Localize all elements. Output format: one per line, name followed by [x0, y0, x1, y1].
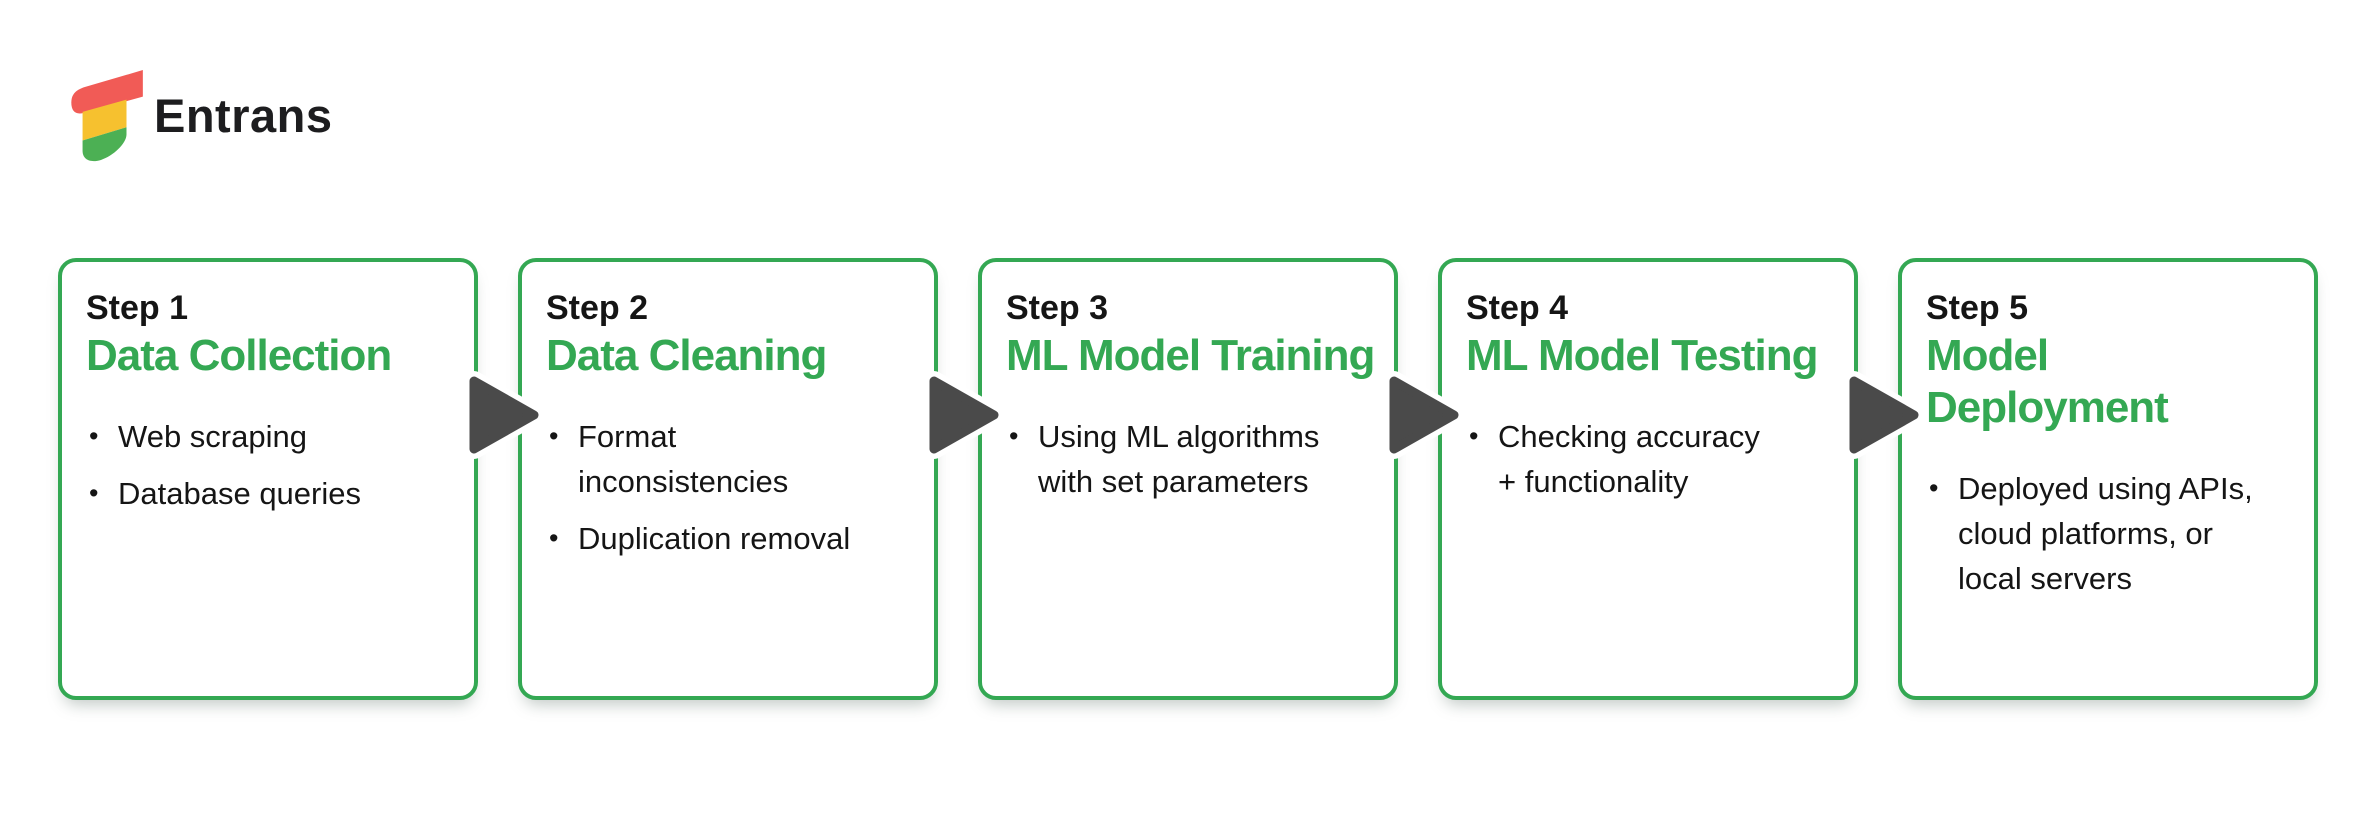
- bullet-text: Web scraping: [118, 419, 307, 454]
- bullet-list: • Format inconsistencies • Duplication r…: [546, 414, 922, 561]
- bullet-dot-icon: •: [1929, 473, 1939, 503]
- bullet-item: • Database queries: [86, 471, 462, 516]
- bullet-text: Checking accuracy + functionality: [1498, 419, 1760, 499]
- step-card-4: Step 4 ML Model Testing • Checking accur…: [1438, 258, 1858, 700]
- bullet-item: • Format inconsistencies: [546, 414, 922, 504]
- step-label: Step 4: [1466, 289, 1569, 327]
- bullet-text: Deployed using APIs, cloud platforms, or…: [1958, 471, 2253, 596]
- step-card-5: Step 5 Model Deployment • Deployed using…: [1898, 258, 2318, 700]
- bullet-list: • Web scraping • Database queries: [86, 414, 462, 516]
- bullet-list: • Using ML algorithms with set parameter…: [1006, 414, 1382, 504]
- step-label: Step 3: [1006, 289, 1109, 327]
- entrans-flag-icon: [71, 70, 143, 162]
- step-title: ML Model Testing: [1466, 331, 1818, 380]
- logo-yellow-band: [82, 99, 127, 141]
- arrow-right-icon: [1384, 371, 1464, 459]
- step-card-3: Step 3 ML Model Training • Using ML algo…: [978, 258, 1398, 700]
- logo-green-band: [82, 127, 127, 162]
- step-title: Data Cleaning: [546, 331, 827, 380]
- bullet-dot-icon: •: [1009, 421, 1019, 451]
- step-label: Step 1: [86, 289, 189, 327]
- bullet-dot-icon: •: [549, 523, 559, 553]
- entrans-logo-text: Entrans: [154, 88, 333, 142]
- bullet-item: • Web scraping: [86, 414, 462, 459]
- bullet-item: • Checking accuracy + functionality: [1466, 414, 1842, 504]
- step-card-2: Step 2 Data Cleaning • Format inconsiste…: [518, 258, 938, 700]
- step-card-1: Step 1 Data Collection • Web scraping • …: [58, 258, 478, 700]
- step-label: Step 5: [1926, 289, 2029, 327]
- bullet-text: Format inconsistencies: [578, 419, 789, 499]
- arrow-right-icon: [924, 371, 1004, 459]
- arrow-right-icon: [464, 371, 544, 459]
- bullet-dot-icon: •: [1469, 421, 1479, 451]
- entrans-logo: Entrans: [62, 68, 333, 162]
- step-title: Model Deployment: [1926, 331, 2169, 432]
- arrow-right-icon: [1844, 371, 1924, 459]
- bullet-text: Using ML algorithms with set parameters: [1038, 419, 1320, 499]
- bullet-item: • Duplication removal: [546, 516, 922, 561]
- logo-red-band: [71, 70, 143, 114]
- step-label: Step 2: [546, 289, 649, 327]
- bullet-item: • Using ML algorithms with set parameter…: [1006, 414, 1382, 504]
- bullet-text: Duplication removal: [578, 521, 851, 556]
- step-title: Data Collection: [86, 331, 392, 380]
- bullet-dot-icon: •: [89, 478, 99, 508]
- step-title: ML Model Training: [1006, 331, 1375, 380]
- bullet-dot-icon: •: [549, 421, 559, 451]
- bullet-list: • Checking accuracy + functionality: [1466, 414, 1842, 504]
- bullet-dot-icon: •: [89, 421, 99, 451]
- bullet-list: • Deployed using APIs, cloud platforms, …: [1926, 466, 2302, 601]
- bullet-item: • Deployed using APIs, cloud platforms, …: [1926, 466, 2302, 601]
- bullet-text: Database queries: [118, 476, 361, 511]
